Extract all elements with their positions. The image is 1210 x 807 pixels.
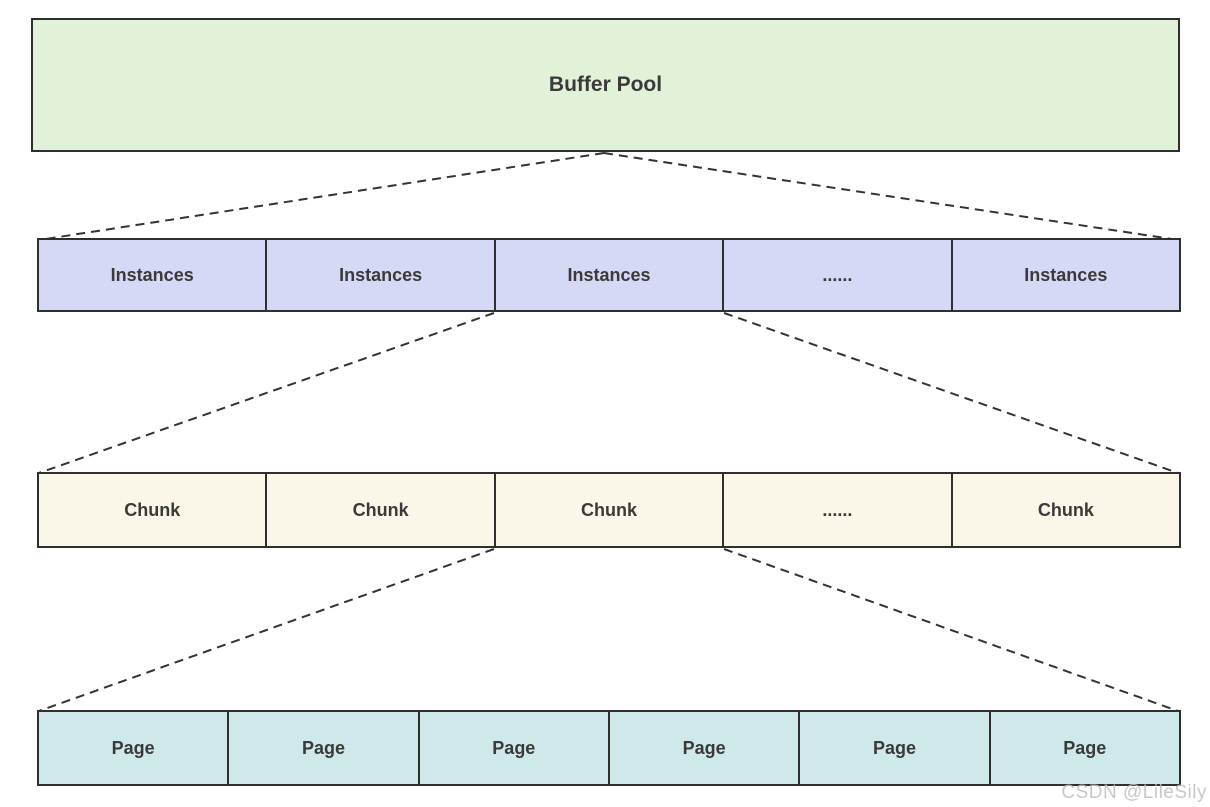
instances-cell: Instances xyxy=(267,240,496,310)
chunk-cell: Chunk xyxy=(496,474,725,546)
instances-cell: Instances xyxy=(1024,264,1108,285)
page-cell: Page xyxy=(39,712,230,784)
chunk-cell: Chunk xyxy=(267,474,496,546)
page-cell: Page xyxy=(610,712,801,784)
connector-chunk-to-page-right xyxy=(723,548,1179,712)
connector-instances-to-chunk-right xyxy=(723,312,1179,474)
buffer-pool-box: Buffer Pool xyxy=(31,18,1180,152)
instances-cell: Instances xyxy=(39,240,268,310)
page-cell: Page xyxy=(1063,737,1107,758)
connector-instances-to-chunk-left xyxy=(38,312,495,474)
page-cell: Page xyxy=(229,712,420,784)
page-cell: Page xyxy=(420,712,610,784)
instances-row: Instances Instances Instances ...... Ins… xyxy=(37,238,1181,312)
chunk-ellipsis-cell: ...... xyxy=(724,474,953,546)
instances-ellipsis-cell: ...... xyxy=(724,240,953,310)
chunk-row: Chunk Chunk Chunk ...... Chunk xyxy=(37,472,1181,548)
connector-chunk-to-page-left xyxy=(38,548,495,712)
page-row: Page Page Page Page Page Page xyxy=(37,710,1181,786)
page-cell: Page xyxy=(800,712,991,784)
chunk-cell: Chunk xyxy=(39,474,268,546)
chunk-cell: Chunk xyxy=(1037,499,1094,520)
buffer-pool-label: Buffer Pool xyxy=(548,73,663,96)
connector-bufferpool-to-instances-right xyxy=(603,152,1179,241)
csdn-watermark: CSDN @LileSily xyxy=(1061,782,1207,803)
connector-bufferpool-to-instances-left xyxy=(38,152,605,241)
instances-cell: Instances xyxy=(496,240,725,310)
